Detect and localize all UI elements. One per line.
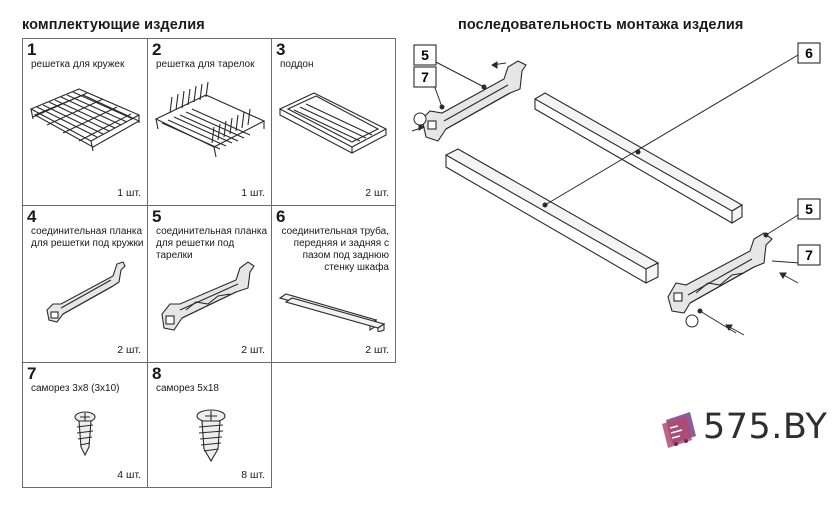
brand-logo: 575.BY [660, 404, 836, 452]
svg-text:7: 7 [421, 69, 429, 85]
component-name: поддон [280, 59, 314, 70]
component-number: 3 [276, 40, 286, 59]
tube-end-back [731, 204, 743, 224]
shopping-bag-icon [662, 412, 696, 448]
svg-text:5: 5 [421, 47, 429, 63]
component-number: 1 [27, 40, 37, 59]
svg-text:6: 6 [805, 45, 813, 61]
component-quantity: 2 шт. [117, 344, 141, 356]
component-quantity: 1 шт. [117, 187, 141, 199]
assembly-heading: последовательность монтажа изделия [458, 17, 744, 33]
callout-7-top: 7 [413, 66, 437, 88]
callout-6: 6 [797, 42, 821, 64]
component-cell-2: 2 решетка для тарелок 1 шт. [147, 38, 272, 206]
callout-7-bottom: 7 [797, 244, 821, 266]
component-cell-4: 4 соединительная планка для решетки под … [22, 205, 148, 363]
component-cell-6: 6 соединительная труба, передняя и задня… [271, 205, 396, 363]
connecting-bracket-icon [161, 261, 255, 331]
component-name: саморез 5х18 [156, 383, 219, 394]
component-number: 7 [27, 364, 37, 383]
component-number: 8 [152, 364, 162, 383]
component-quantity: 4 шт. [117, 469, 141, 481]
component-cell-8: 8 саморез 5х18 8 шт. [147, 362, 272, 488]
component-number: 4 [27, 207, 37, 226]
tray-icon [278, 92, 388, 154]
component-quantity: 2 шт. [365, 344, 389, 356]
connecting-tube-front [444, 148, 660, 270]
callout-5-bottom: 5 [797, 198, 821, 220]
component-cell-3: 3 поддон 2 шт. [271, 38, 396, 206]
component-number: 2 [152, 40, 162, 59]
tube-end-front [645, 262, 659, 284]
component-name: соединительная планка для решетки под та… [156, 226, 268, 261]
component-cell-7: 7 саморез 3х8 (3х10) 4 шт. [22, 362, 148, 488]
component-name: решетка для тарелок [156, 59, 255, 70]
bracket-top-left [421, 60, 527, 142]
components-heading: комплектующие изделия [22, 17, 205, 33]
component-quantity: 1 шт. [241, 187, 265, 199]
component-quantity: 8 шт. [241, 469, 265, 481]
component-cell-5: 5 соединительная планка для решетки под … [147, 205, 272, 363]
component-name: соединительная труба, передняя и задняя … [281, 226, 389, 273]
screw-icon [74, 411, 96, 457]
component-name: саморез 3х8 (3х10) [31, 383, 120, 394]
callout-5-top: 5 [413, 44, 437, 66]
assembly-diagram: 5 7 6 5 7 [411, 42, 821, 336]
component-number: 5 [152, 207, 162, 226]
brand-logo-text: 575.BY [703, 407, 828, 447]
arrow-icon [411, 61, 799, 336]
connecting-bracket-icon [46, 261, 126, 323]
components-grid: 1 решетка для кружек 1 шт. 2 решетка для… [22, 38, 396, 488]
component-name: решетка для кружек [31, 59, 125, 70]
screw-icon [413, 112, 699, 328]
component-number: 6 [276, 207, 286, 226]
svg-text:5: 5 [805, 201, 813, 217]
component-cell-1: 1 решетка для кружек 1 шт. [22, 38, 148, 206]
component-name: соединительная планка для решетки под кр… [31, 226, 144, 249]
screw-icon [196, 409, 226, 463]
plate-rack-icon [154, 81, 266, 158]
bracket-bottom-right [667, 232, 773, 314]
connecting-tube-icon [278, 293, 386, 332]
cup-rack-icon [29, 88, 141, 152]
svg-text:7: 7 [805, 247, 813, 263]
component-quantity: 2 шт. [241, 344, 265, 356]
component-quantity: 2 шт. [365, 187, 389, 199]
